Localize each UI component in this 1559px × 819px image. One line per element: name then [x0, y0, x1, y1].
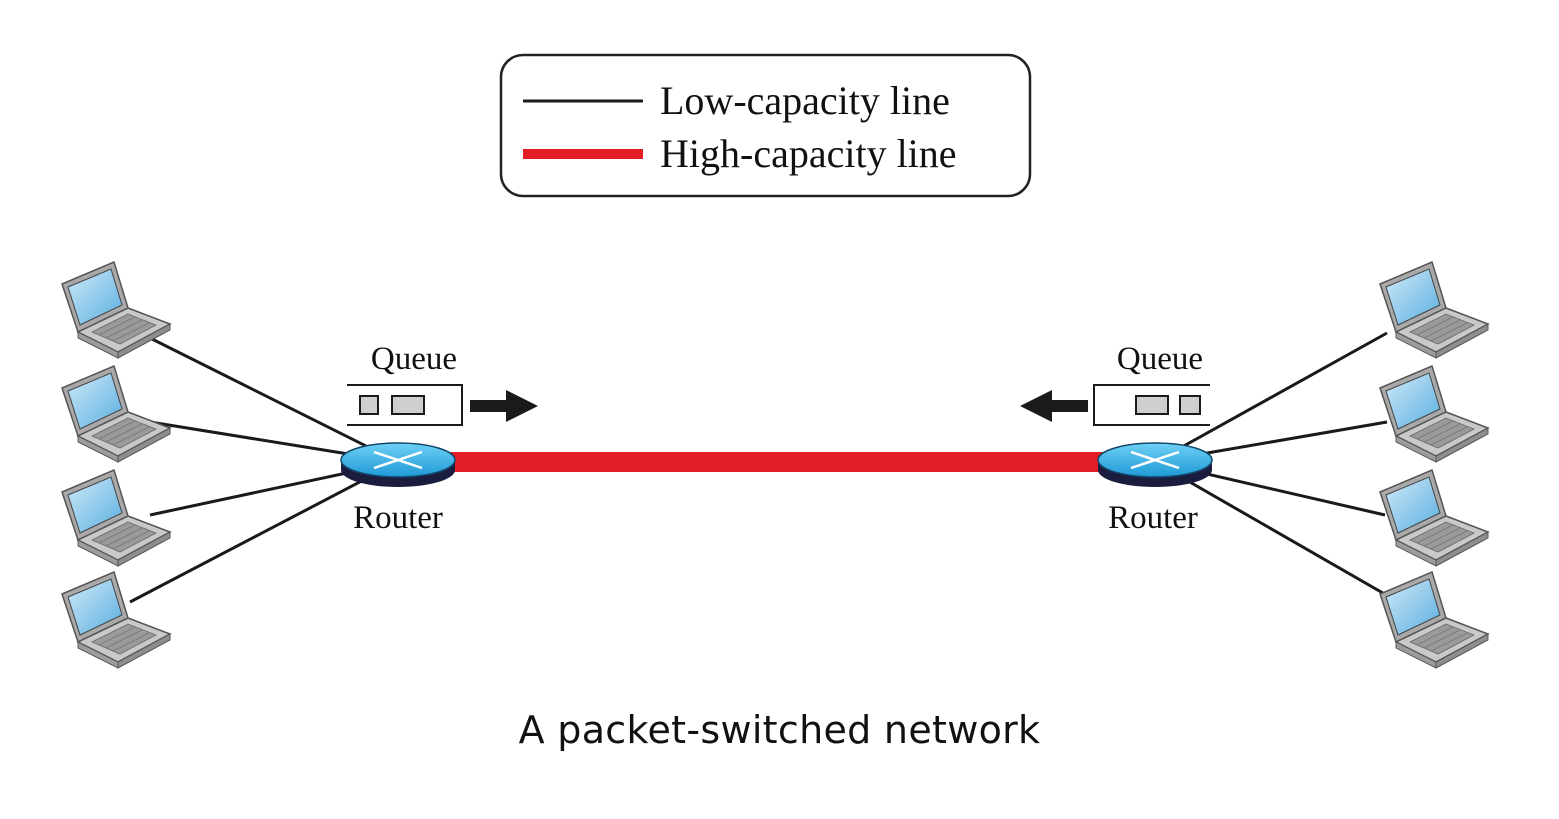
router-arrows-icon: [1130, 450, 1180, 470]
right-arrow-icon: [470, 390, 538, 422]
right-hosts: [1379, 261, 1489, 669]
legend-box: [499, 53, 1032, 198]
laptop-icon: [61, 469, 171, 567]
queued-packet: [359, 395, 379, 415]
low-capacity-line: [139, 331, 399, 464]
left-hosts: [61, 261, 171, 669]
laptop-icon: [61, 365, 171, 463]
queued-packet: [1135, 395, 1169, 415]
router-label: Router: [1108, 500, 1198, 536]
router-arrows-icon: [373, 450, 423, 470]
left-router: Router: [340, 442, 456, 536]
left-arrow-icon: [1020, 390, 1088, 422]
laptop-icon: [1379, 365, 1489, 463]
legend: Low-capacity line High-capacity line: [499, 53, 1032, 198]
laptop-icon: [1379, 261, 1489, 359]
low-capacity-line: [129, 460, 399, 604]
router-label: Router: [353, 500, 443, 536]
queue-label: Queue: [1117, 341, 1203, 377]
low-capacity-line: [1154, 460, 1396, 602]
legend-low-capacity-label: Low-capacity line: [660, 78, 950, 123]
legend-high-capacity-label: High-capacity line: [660, 131, 957, 176]
left-queue: Queue: [347, 341, 538, 426]
right-queue: Queue: [1020, 341, 1210, 426]
laptop-icon: [61, 571, 171, 669]
queue-label: Queue: [371, 341, 457, 377]
queued-packet: [391, 395, 425, 415]
laptop-icon: [1379, 571, 1489, 669]
queued-packet: [1179, 395, 1201, 415]
right-router: Router: [1097, 442, 1213, 536]
diagram-caption: A packet-switched network: [518, 708, 1041, 752]
low-capacity-line: [1154, 331, 1388, 464]
queue-buffer: [1093, 384, 1210, 426]
laptop-icon: [1379, 469, 1489, 567]
queue-buffer: [347, 384, 463, 426]
laptop-icon: [61, 261, 171, 359]
